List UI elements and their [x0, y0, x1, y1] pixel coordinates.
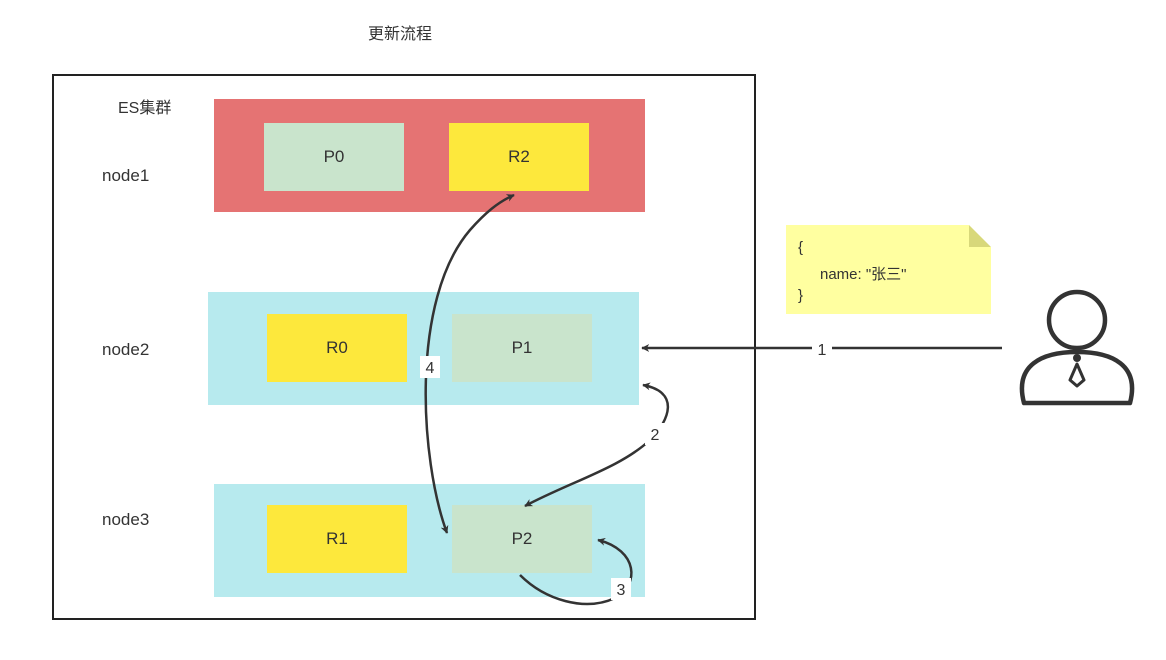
- shard-r0: R0: [267, 314, 407, 382]
- label-bg-1: [812, 338, 832, 360]
- cluster-label: ES集群: [118, 100, 172, 117]
- label-bg-4: [420, 356, 440, 378]
- note-line-1: {: [798, 239, 804, 256]
- step-1-label: 1: [818, 342, 827, 359]
- user-icon: [1019, 289, 1135, 406]
- label-bg-2: [645, 423, 665, 445]
- note-line-2: name: "张三": [820, 266, 907, 283]
- step-4-label: 4: [426, 360, 435, 377]
- note-fold: [969, 225, 991, 247]
- step-3-label: 3: [617, 582, 626, 599]
- node1-label: node1: [102, 166, 150, 185]
- shard-r1: R1: [267, 505, 407, 573]
- note-line-3: }: [798, 287, 804, 304]
- node1-box: P0 R2: [214, 99, 645, 212]
- shard-p0: P0: [264, 123, 404, 191]
- request-body-note: { name: "张三" }: [786, 225, 991, 314]
- node2-label: node2: [102, 340, 150, 359]
- shard-r2: R2: [449, 123, 589, 191]
- arrow-step-4: [424, 193, 515, 534]
- step-2-label: 2: [651, 427, 660, 444]
- node3-label: node3: [102, 510, 150, 529]
- arrow-step-2: [524, 382, 670, 508]
- label-bg-3: [611, 578, 631, 600]
- diagram-title: 更新流程: [367, 26, 432, 43]
